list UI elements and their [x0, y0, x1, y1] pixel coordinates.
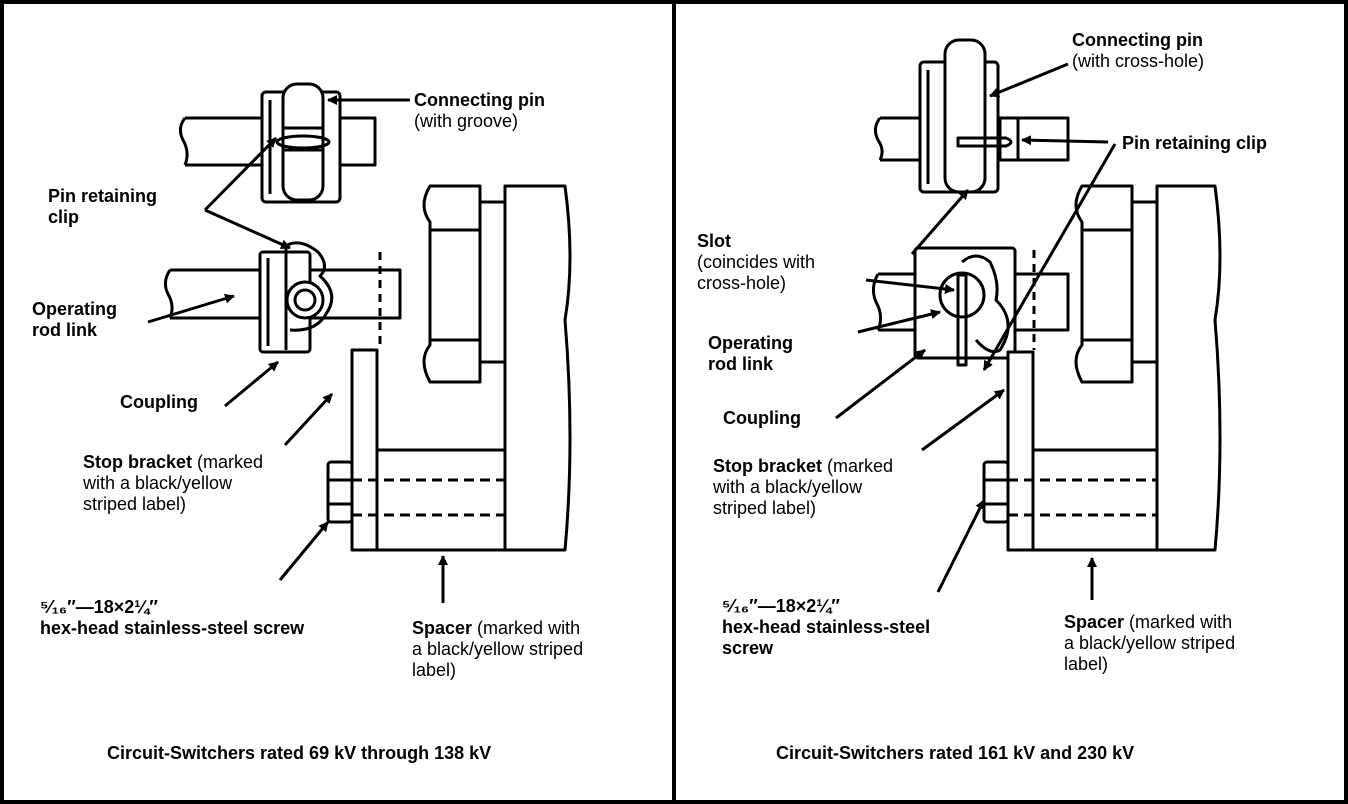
left-mechanism	[165, 84, 570, 550]
right-mechanism	[873, 40, 1220, 550]
right-connecting-pin-title: Connecting pin	[1072, 30, 1203, 50]
right-stop-bracket-title: Stop bracket	[713, 456, 823, 476]
left-pin-clip-label: Pin retaining clip	[48, 186, 157, 228]
left-caption: Circuit-Switchers rated 69 kV through 13…	[107, 743, 492, 763]
left-screw-desc: hex-head stainless-steel screw	[40, 618, 305, 638]
left-rod-link-line1: Operating	[32, 299, 118, 319]
left-connecting-pin-sub: (with groove)	[414, 111, 519, 131]
right-slot-title: Slot	[697, 231, 731, 251]
left-pin-clip-line1: Pin retaining	[48, 186, 158, 206]
right-rod-link-label: Operating rod link	[708, 333, 793, 375]
left-stop-bracket-label: Stop bracket (marked with a black/yellow…	[83, 452, 264, 514]
right-rod-link-line1: Operating	[708, 333, 794, 353]
left-spacer-title: Spacer	[412, 618, 473, 638]
right-connecting-pin-sub: (with cross-hole)	[1072, 51, 1205, 71]
right-caption: Circuit-Switchers rated 161 kV and 230 k…	[776, 743, 1135, 763]
left-rod-link-label: Operating rod link	[32, 299, 117, 341]
right-rod-link-line2: rod link	[708, 354, 774, 374]
left-coupling-label: Coupling	[120, 392, 198, 412]
left-stop-bracket-title: Stop bracket	[83, 452, 193, 472]
right-coupling-label: Coupling	[723, 408, 801, 428]
right-connecting-pin-label: Connecting pin (with cross-hole)	[1072, 30, 1204, 72]
left-connecting-pin-label: Connecting pin (with groove)	[414, 90, 545, 132]
right-pin-clip-label: Pin retaining clip	[1122, 133, 1268, 153]
left-screw-spec: ⁵⁄₁₆″—18×2¼″	[40, 597, 158, 617]
left-spacer-label: Spacer (marked with a black/yellow strip…	[412, 618, 584, 680]
right-spacer-title: Spacer	[1064, 612, 1125, 632]
left-pin-clip-line2: clip	[48, 207, 80, 227]
left-connecting-pin-title: Connecting pin	[414, 90, 545, 110]
right-slot-label: Slot (coincides with cross-hole)	[697, 231, 816, 293]
right-screw-label: ⁵⁄₁₆″—18×2¼″ hex-head stainless-steel sc…	[722, 596, 931, 658]
left-leader-lines	[148, 95, 448, 603]
right-spacer-label: Spacer (marked with a black/yellow strip…	[1064, 612, 1236, 674]
right-screw-spec: ⁵⁄₁₆″—18×2¼″	[722, 596, 840, 616]
left-rod-link-line2: rod link	[32, 320, 98, 340]
right-stop-bracket-label: Stop bracket (marked with a black/yellow…	[713, 456, 894, 518]
right-leader-lines	[836, 64, 1115, 600]
left-screw-label: ⁵⁄₁₆″—18×2¼″ hex-head stainless-steel sc…	[40, 597, 304, 639]
